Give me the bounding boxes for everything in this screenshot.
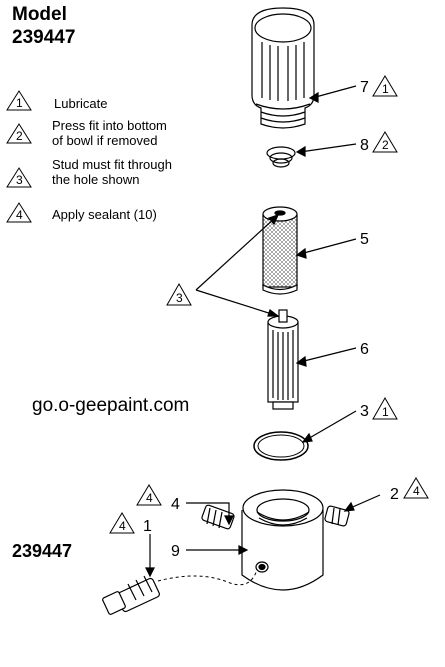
legend-text-3a: Stud must fit through xyxy=(52,157,172,172)
callout-1: 1 xyxy=(143,518,152,535)
legend-text-2a: Press fit into bottom xyxy=(52,118,167,133)
legend-text-3b: the hole shown xyxy=(52,172,140,187)
part-1-inlet-fitting xyxy=(102,575,160,615)
part-2-plug xyxy=(324,505,350,527)
callout-3-triangle-shared: 3 xyxy=(166,282,192,306)
legend-symbol-4: 4 xyxy=(16,208,23,222)
part-5-filter-screen xyxy=(262,206,298,295)
legend-triangle-1: 1 xyxy=(6,90,32,111)
assembly-path xyxy=(157,569,258,586)
model-number: 239447 xyxy=(12,27,76,48)
bottom-model-number: 239447 xyxy=(12,541,73,561)
callout-7: 7 xyxy=(360,79,369,96)
callout-4: 4 xyxy=(171,496,180,513)
legend-triangle-2: 2 xyxy=(6,123,32,144)
callout-6: 6 xyxy=(360,341,369,358)
website-url: go.o-geepaint.com xyxy=(32,395,190,416)
callout-3: 3 xyxy=(360,403,369,420)
callout-8: 8 xyxy=(360,137,369,154)
callout-8-triangle: 2 xyxy=(372,131,398,153)
callout-4-triangle: 4 xyxy=(136,484,162,506)
part-4-fitting xyxy=(201,504,235,530)
callout-3-triangle: 1 xyxy=(372,396,398,420)
part-3-o-ring xyxy=(253,431,309,461)
svg-text:4: 4 xyxy=(146,491,153,505)
legend-text-1: Lubricate xyxy=(54,96,108,111)
legend-triangle-3: 3 xyxy=(6,167,32,188)
legend-triangle-4: 4 xyxy=(6,202,32,223)
part-9-housing xyxy=(241,489,324,591)
legend-text-4: Apply sealant (10) xyxy=(52,207,157,222)
callout-9: 9 xyxy=(171,543,180,560)
leader-lines xyxy=(145,85,381,578)
part-6-filter-element xyxy=(267,309,299,410)
part-8-spring xyxy=(266,146,296,168)
callout-2-triangle: 4 xyxy=(403,477,429,499)
svg-text:4: 4 xyxy=(413,484,420,498)
callout-1-triangle: 4 xyxy=(109,512,135,534)
legend-symbol-3: 3 xyxy=(16,173,23,187)
callout-7-triangle: 1 xyxy=(372,75,398,97)
legend-symbol-1: 1 xyxy=(16,96,23,110)
part-7-bowl xyxy=(251,7,315,129)
svg-text:2: 2 xyxy=(382,138,389,152)
legend-symbol-2: 2 xyxy=(16,129,23,143)
svg-text:4: 4 xyxy=(119,519,126,533)
model-title: Model xyxy=(12,4,67,25)
legend-text-2b: of bowl if removed xyxy=(52,133,158,148)
svg-text:1: 1 xyxy=(382,405,389,419)
svg-text:3: 3 xyxy=(176,291,183,305)
callout-5: 5 xyxy=(360,231,369,248)
svg-text:1: 1 xyxy=(382,82,389,96)
callout-2: 2 xyxy=(390,486,399,503)
